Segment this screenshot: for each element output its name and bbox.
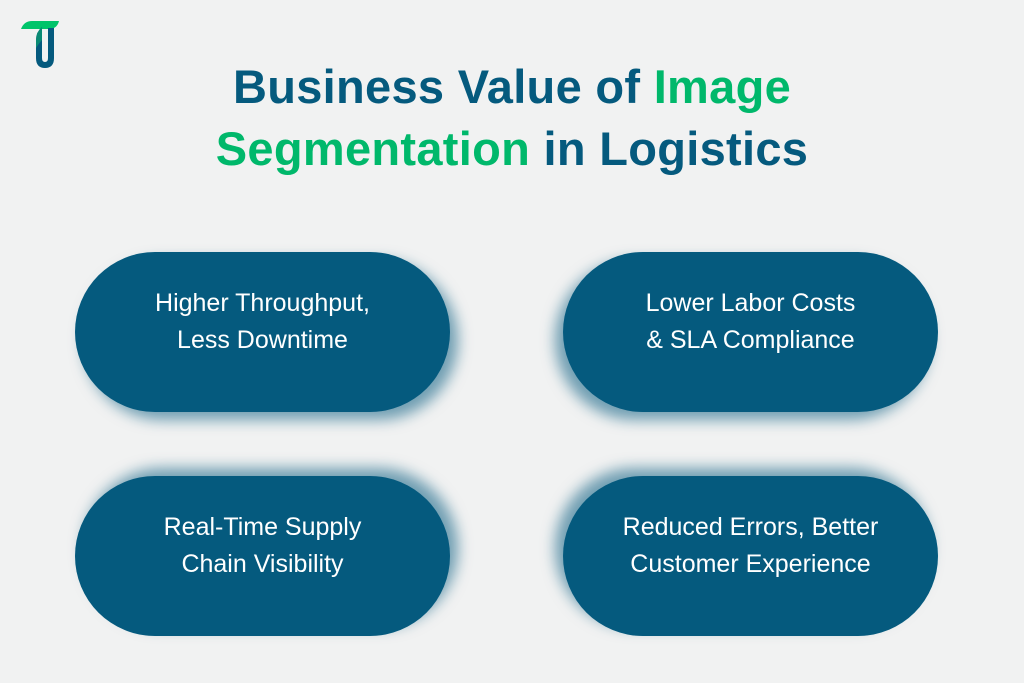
title-text: Business Value of	[232, 60, 654, 113]
title-line-2: Segmentation in Logistics	[0, 118, 1024, 180]
card-line-2: Less Downtime	[177, 326, 348, 354]
card-line-1: Reduced Errors, Better	[622, 513, 879, 541]
page-title: Business Value of Image Segmentation in …	[0, 56, 1024, 180]
tu-logo-icon	[18, 18, 66, 70]
value-card-visibility: Real-Time Supply Chain Visibility	[75, 476, 450, 636]
title-line-1: Business Value of Image	[0, 56, 1024, 118]
value-card-labor-costs: Lower Labor Costs & SLA Compliance	[563, 252, 938, 412]
card-line-2: & SLA Compliance	[646, 326, 855, 354]
card-line-1: Higher Throughput,	[155, 289, 370, 317]
title-text: in Logistics	[530, 122, 809, 175]
title-highlight: Image	[653, 60, 792, 113]
card-line-2: Chain Visibility	[181, 550, 344, 578]
card-line-1: Lower Labor Costs	[645, 289, 856, 317]
value-card-customer-experience: Reduced Errors, Better Customer Experien…	[563, 476, 938, 636]
card-line-1: Real-Time Supply	[163, 513, 362, 541]
value-card-throughput: Higher Throughput, Less Downtime	[75, 252, 450, 412]
card-line-2: Customer Experience	[630, 550, 871, 578]
title-highlight: Segmentation	[215, 122, 531, 175]
